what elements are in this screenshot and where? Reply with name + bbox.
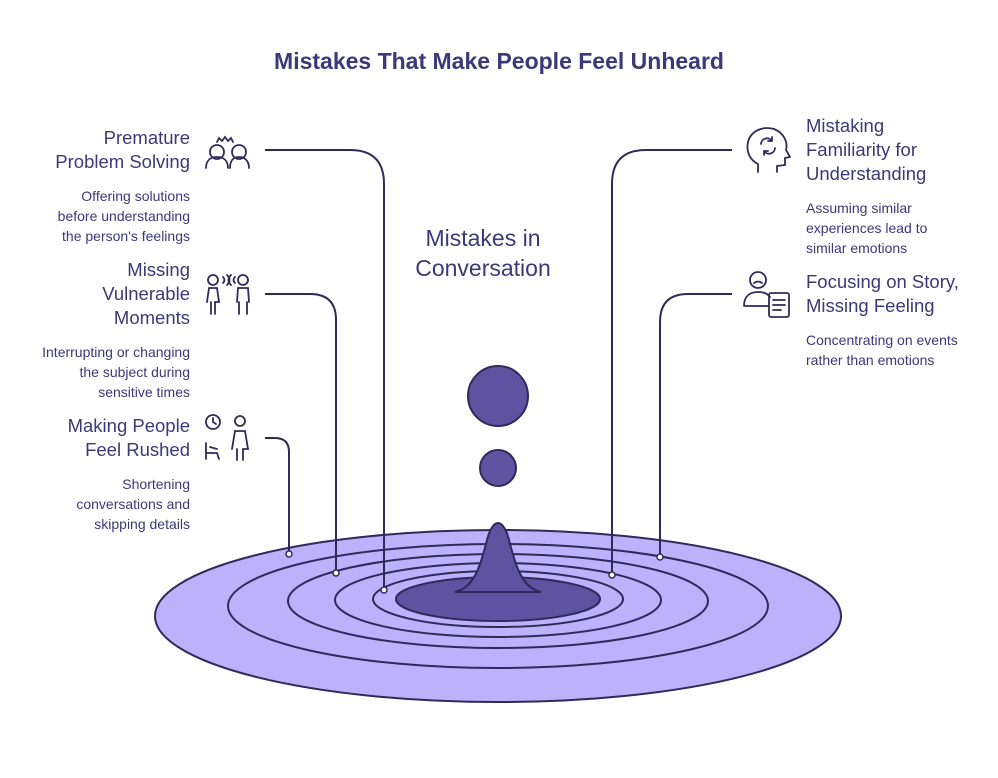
item-desc-premature: Offering solutions before understanding …	[57, 188, 190, 244]
connector-dot	[285, 550, 293, 558]
connector-dot	[656, 553, 664, 561]
connector-dot	[380, 586, 388, 594]
water-drop-large	[467, 365, 529, 427]
item-heading-premature: Premature Problem Solving	[55, 127, 190, 172]
item-heading-rushed: Making People Feel Rushed	[67, 415, 190, 460]
item-desc-rushed: Shortening conversations and skipping de…	[76, 476, 190, 532]
item-desc-familiarity: Assuming similar experiences lead to sim…	[806, 200, 928, 256]
two-people-icon	[205, 135, 250, 169]
connector-premature	[265, 149, 385, 590]
item-desc-story: Concentrating on events rather than emot…	[806, 332, 958, 368]
talking-people-icon	[206, 274, 250, 315]
item-desc-vulnerable: Interrupting or changing the subject dur…	[42, 344, 190, 400]
person-document-icon	[743, 271, 790, 318]
center-label-line: Mistakes in	[425, 225, 541, 251]
water-splash	[454, 522, 542, 593]
item-heading-familiarity: Mistaking Familiarity for Understanding	[806, 115, 927, 184]
connector-dot	[608, 571, 616, 579]
connector-story	[659, 293, 732, 557]
connector-rushed	[265, 437, 290, 554]
center-label: Mistakes in Conversation	[398, 223, 568, 283]
head-thinking-icon	[746, 127, 791, 173]
connector-vulnerable	[265, 293, 337, 573]
clock-person-icon	[205, 414, 250, 461]
connector-dot	[332, 569, 340, 577]
item-heading-story: Focusing on Story, Missing Feeling	[806, 271, 959, 316]
item-heading-vulnerable: Missing Vulnerable Moments	[102, 259, 190, 328]
page-title: Mistakes That Make People Feel Unheard	[274, 48, 724, 74]
connector-familiarity	[611, 149, 732, 575]
center-label-line: Conversation	[415, 255, 551, 281]
water-drop-small	[479, 449, 517, 487]
